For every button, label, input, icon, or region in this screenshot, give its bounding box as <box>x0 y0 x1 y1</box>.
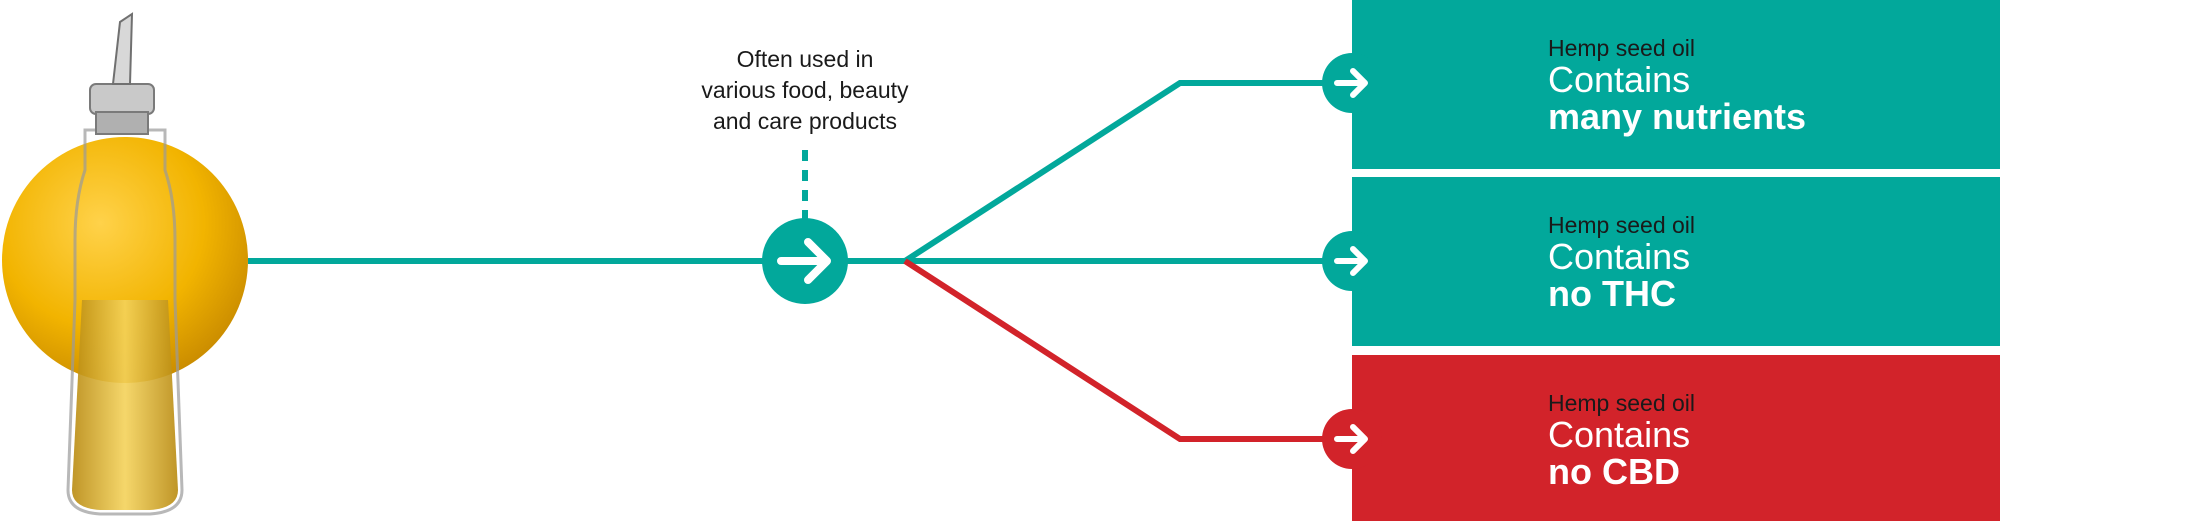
card-highlight: no CBD <box>1548 451 1680 492</box>
arrow-right-icon <box>762 218 848 304</box>
card-line: Contains <box>1548 59 1691 100</box>
arrow-right-icon <box>1322 53 1382 113</box>
branch-top-line <box>903 80 1352 264</box>
usage-note-line: and care products <box>712 108 898 134</box>
usage-note-line: various food, beauty <box>701 77 909 103</box>
card-subtitle: Hemp seed oil <box>1548 212 1696 238</box>
oil-bottle-icon <box>2 12 248 516</box>
card-background-cbd <box>1352 355 2000 521</box>
card-cbd: Hemp seed oil Contains no CBD <box>1352 355 2000 524</box>
card-line: Contains <box>1548 414 1691 455</box>
branch-bottom-line <box>903 258 1352 442</box>
card-highlight: many nutrients <box>1548 96 1807 137</box>
card-line: Contains <box>1548 236 1691 277</box>
arrow-right-icon <box>1322 409 1382 469</box>
arrow-right-icon <box>1322 231 1382 291</box>
card-thc: Hemp seed oil Contains no THC <box>1352 177 2000 346</box>
card-background-thc <box>1352 177 2000 346</box>
card-background-nutrients <box>1352 0 2000 169</box>
usage-note-line: Often used in <box>736 46 874 72</box>
card-highlight: no THC <box>1548 273 1676 314</box>
usage-note: Often used in various food, beauty and c… <box>655 44 955 137</box>
card-nutrients: Hemp seed oil Contains many nutrients <box>1352 0 2000 169</box>
card-subtitle: Hemp seed oil <box>1548 35 1696 61</box>
card-subtitle: Hemp seed oil <box>1548 390 1696 416</box>
